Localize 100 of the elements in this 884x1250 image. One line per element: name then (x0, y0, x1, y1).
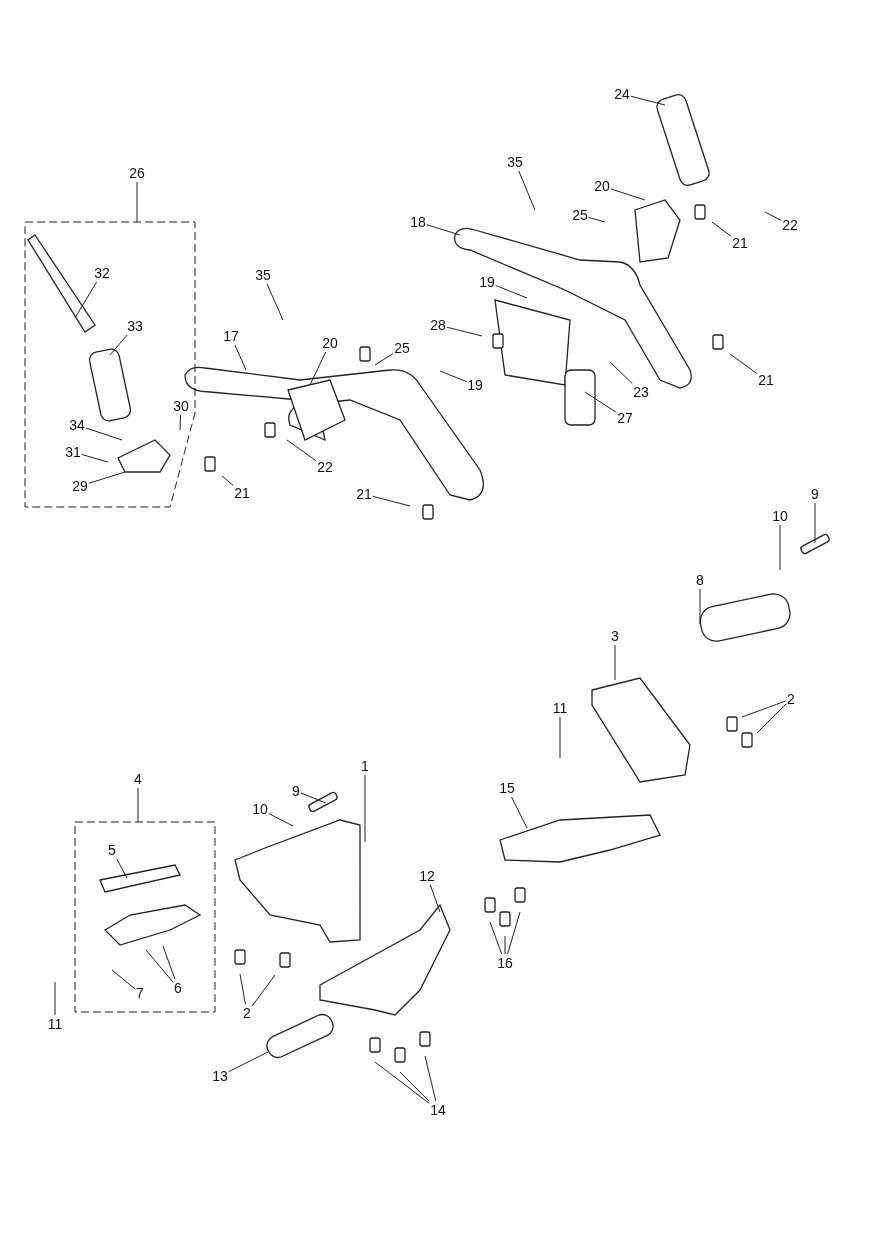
leader-line (446, 326, 483, 337)
leader-line (814, 502, 816, 544)
leader-line (504, 935, 506, 955)
leader-line (300, 792, 327, 804)
leader-line (179, 414, 182, 431)
leader-line (266, 283, 284, 321)
leader-line (364, 774, 366, 843)
leader-line (85, 427, 123, 441)
callout-number: 5 (108, 842, 116, 858)
leader-line (489, 921, 503, 955)
leader-line (609, 361, 633, 384)
callout-number: 14 (430, 1102, 446, 1118)
leader-line (116, 858, 128, 879)
leader-line (630, 95, 666, 106)
leader-line (136, 181, 138, 223)
leader-line (426, 224, 461, 236)
leader-line (137, 787, 139, 823)
callout-number: 9 (811, 486, 819, 502)
leader-line (374, 353, 394, 366)
callout-number: 21 (732, 235, 748, 251)
callout-number: 23 (633, 384, 649, 400)
leader-line (439, 370, 467, 382)
callout-number: 17 (223, 328, 239, 344)
callout-number: 24 (614, 86, 630, 102)
callout-number: 19 (479, 274, 495, 290)
leader-line (507, 911, 521, 955)
callout-number: 2 (243, 1005, 251, 1021)
callout-number: 25 (394, 340, 410, 356)
callout-number: 19 (467, 377, 483, 393)
callout-number: 33 (127, 318, 143, 334)
callout-number: 2 (787, 691, 795, 707)
callout-number: 29 (72, 478, 88, 494)
leader-line (372, 495, 411, 507)
callout-number: 7 (136, 985, 144, 1001)
leader-line (239, 973, 246, 1005)
callout-number: 25 (572, 207, 588, 223)
leader-line (559, 716, 561, 759)
callout-number: 16 (497, 955, 513, 971)
leader-line (309, 351, 327, 386)
leader-line (729, 353, 758, 375)
callout-number: 34 (69, 417, 85, 433)
leader-line (111, 969, 136, 990)
callout-number: 27 (617, 410, 633, 426)
leader-line (764, 211, 782, 221)
leader-line (145, 949, 174, 983)
callout-number: 21 (356, 486, 372, 502)
leader-line (54, 981, 56, 1016)
callout-number: 30 (173, 398, 189, 414)
callout-number: 13 (212, 1068, 228, 1084)
callout-number: 11 (47, 1016, 63, 1032)
callout-number: 35 (255, 267, 271, 283)
leader-line (251, 974, 276, 1007)
callout-number: 15 (499, 780, 515, 796)
callout-number: 10 (772, 508, 788, 524)
leader-line (221, 475, 234, 486)
callout-number: 26 (129, 165, 145, 181)
callout-number: 31 (65, 444, 81, 460)
callout-number: 11 (552, 700, 568, 716)
callout-number: 4 (134, 771, 142, 787)
callout-number: 12 (419, 868, 435, 884)
callout-number: 32 (94, 265, 110, 281)
callout-number: 28 (430, 317, 446, 333)
callout-number: 20 (322, 335, 338, 351)
leader-line (228, 1051, 269, 1073)
callout-number: 21 (758, 372, 774, 388)
callout-number: 18 (410, 214, 426, 230)
leader-line (610, 188, 646, 201)
callout-number: 35 (507, 154, 523, 170)
leader-line (699, 588, 701, 625)
leader-line (286, 439, 317, 462)
callout-number: 8 (696, 572, 704, 588)
callout-number: 9 (292, 783, 300, 799)
callout-number: 21 (234, 485, 250, 501)
leader-line (518, 170, 536, 211)
leader-line (711, 221, 732, 237)
callout-number: 3 (611, 628, 619, 644)
dashed-group-frame (75, 822, 215, 1012)
leader-line (162, 945, 176, 980)
leader-line (588, 217, 606, 223)
callout-number: 20 (594, 178, 610, 194)
leader-line (424, 1055, 437, 1102)
leader-line (399, 1071, 430, 1102)
leader-line (74, 281, 98, 319)
leader-line (234, 344, 247, 371)
leader-line (495, 285, 528, 299)
leader-line (756, 703, 787, 734)
leader-line (268, 813, 294, 827)
callout-number: 10 (252, 801, 268, 817)
leader-line (429, 884, 441, 913)
leader-line (81, 454, 109, 463)
leader-line (109, 334, 128, 356)
leader-line (584, 391, 617, 413)
leader-line (88, 471, 126, 484)
callout-number: 1 (361, 758, 369, 774)
dashed-group-frame (25, 222, 195, 507)
leader-line (779, 524, 781, 571)
leader-line (614, 644, 616, 681)
callout-number: 22 (782, 217, 798, 233)
callout-number: 22 (317, 459, 333, 475)
leader-line (374, 1061, 430, 1104)
